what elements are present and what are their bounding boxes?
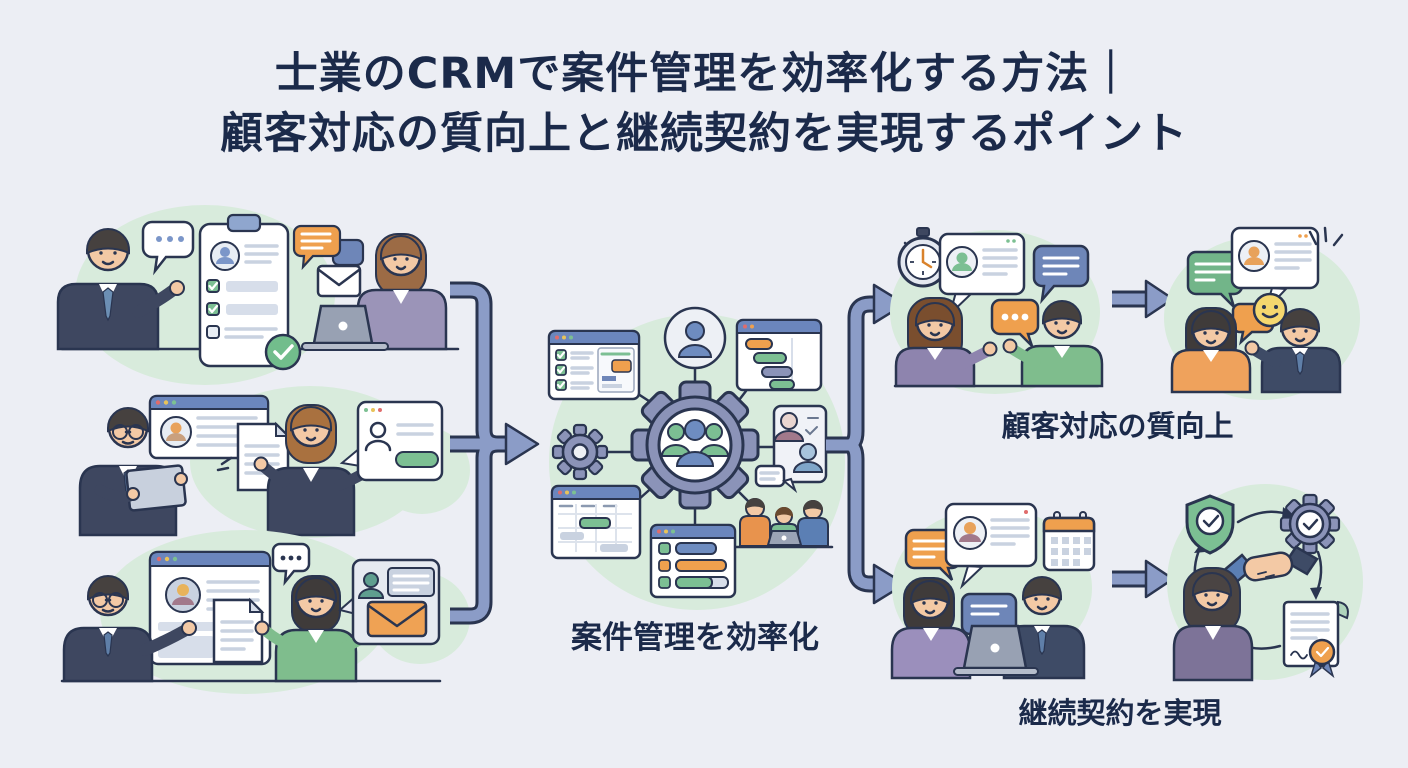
connector-lines <box>598 366 778 527</box>
handshake-icon <box>1220 545 1319 587</box>
staff-figure <box>890 577 987 680</box>
lawyer-tablet-figure <box>78 407 188 537</box>
title-line-2: 顧客対応の質向上と継続契約を実現するポイント <box>220 109 1188 159</box>
outcome-renewal-label: 継続契約を実現 <box>1018 696 1222 730</box>
chat-bubble-orange-dots-icon <box>990 298 1040 347</box>
speech-bubble-icon <box>754 464 798 494</box>
scene-contract-renewal <box>1167 484 1363 682</box>
message-card-email-icon <box>337 558 441 646</box>
email-icon <box>366 600 428 638</box>
progress-tasks-window-icon <box>649 523 737 599</box>
scene-document-handoff <box>60 530 470 694</box>
chat-bubble-blue-icon <box>1032 244 1090 305</box>
stopwatch-icon <box>897 227 949 288</box>
lawyer-figure <box>1244 308 1342 394</box>
paralegal-figure <box>253 404 378 537</box>
flow-arrow-merge <box>450 281 540 625</box>
contract-seal-icon <box>1282 600 1349 679</box>
calendar-icon <box>1042 511 1096 572</box>
gear-icon <box>551 423 609 481</box>
chat-bubble-orange-icon <box>292 224 342 271</box>
speech-bubble-dots-icon <box>141 220 195 276</box>
client-figure <box>1170 307 1252 394</box>
scene-timely-response <box>890 227 1104 394</box>
chat-card-profile-icon <box>339 400 444 482</box>
flow-arrow-split <box>826 283 907 605</box>
center-label: 案件管理を効率化 <box>571 620 819 656</box>
arrowhead <box>1144 559 1175 599</box>
page-title: 士業のCRMで案件管理を効率化する方法｜ 顧客対応の質向上と継続契約を実現するポ… <box>0 44 1408 164</box>
clipboard-checklist-icon <box>198 213 302 371</box>
profile-bubble-icon <box>1230 226 1320 311</box>
scene-consultation <box>56 205 460 385</box>
shield-check-icon <box>1185 494 1235 555</box>
lawyer-figure <box>56 228 185 351</box>
team-meeting-icon <box>734 464 834 549</box>
arrowhead <box>872 563 907 605</box>
scene-crm-hub <box>547 306 845 610</box>
document-icon <box>212 597 265 664</box>
arrowhead <box>504 422 540 466</box>
profile-bubble-icon <box>938 232 1026 318</box>
staff-figure <box>894 297 998 388</box>
assistant-figure <box>356 233 448 351</box>
arrowhead <box>1144 279 1175 319</box>
flow-arrow-right-bottom <box>1112 559 1175 599</box>
checklist-window-icon <box>547 329 641 401</box>
laptop-icon <box>301 304 389 351</box>
speech-bubble-dots-icon <box>271 542 311 586</box>
flow-arrow-right-top <box>1112 279 1175 319</box>
outcome-quality-label: 顧客対応の質向上 <box>1001 409 1234 443</box>
title-line-1: 士業のCRMで案件管理を効率化する方法｜ <box>274 49 1134 99</box>
schedule-table-window-icon <box>550 484 642 560</box>
crm-team-gear-icon <box>630 380 760 510</box>
lawyer-figure <box>62 575 197 683</box>
gear-check-icon <box>1279 493 1341 555</box>
laptop-icon <box>953 624 1039 676</box>
profile-bubble-icon <box>944 502 1038 590</box>
client-figure <box>1002 300 1104 388</box>
gantt-window-icon <box>735 318 823 392</box>
user-circle-icon <box>663 306 727 370</box>
arrowhead <box>872 283 907 325</box>
smiley-chat-icon <box>1231 292 1288 346</box>
scene-follow-up-meeting <box>890 502 1096 680</box>
staff-figure <box>1172 567 1254 682</box>
email-icon <box>316 264 362 298</box>
sparkle-icon <box>1308 226 1344 247</box>
scene-satisfied-client <box>1164 226 1360 400</box>
scene-document-review <box>78 386 470 538</box>
